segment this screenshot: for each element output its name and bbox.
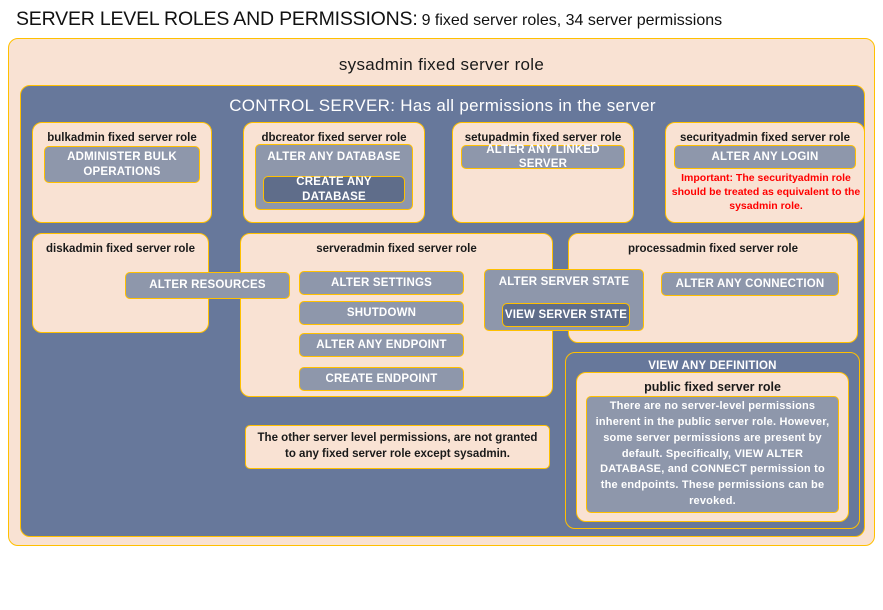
role-box-setupadmin: setupadmin fixed server role xyxy=(452,122,634,223)
role-label-securityadmin: securityadmin fixed server role xyxy=(679,132,851,144)
role-label-bulkadmin: bulkadmin fixed server role xyxy=(47,132,197,144)
permission-view-server-state[interactable]: VIEW SERVER STATE xyxy=(502,303,630,327)
role-label-serveradmin: serveradmin fixed server role xyxy=(316,243,477,255)
page-title: SERVER LEVEL ROLES AND PERMISSIONS:9 fix… xyxy=(16,8,876,36)
page-title-strong: SERVER LEVEL ROLES AND PERMISSIONS: xyxy=(16,8,418,30)
control-server-label: CONTROL SERVER: Has all permissions in t… xyxy=(229,96,656,115)
securityadmin-warning-note: Important: The securityadmin role should… xyxy=(671,172,861,212)
role-label-diskadmin: diskadmin fixed server role xyxy=(46,243,195,255)
permission-alter-settings[interactable]: ALTER SETTINGS xyxy=(299,271,464,295)
public-role-note: There are no server-level permissions in… xyxy=(586,396,839,513)
sysadmin-role-label: sysadmin fixed server role xyxy=(338,55,545,74)
permission-shutdown[interactable]: SHUTDOWN xyxy=(299,301,464,325)
permission-alter-any-connection[interactable]: ALTER ANY CONNECTION xyxy=(661,272,839,296)
permission-create-endpoint[interactable]: CREATE ENDPOINT xyxy=(299,367,464,391)
permission-create-any-database[interactable]: CREATE ANY DATABASE xyxy=(263,176,405,203)
role-label-processadmin: processadmin fixed server role xyxy=(627,243,799,255)
footer-version-label: SQL Server 2017 xyxy=(54,598,146,610)
role-box-securityadmin: securityadmin fixed server role xyxy=(665,122,865,223)
permission-alter-any-endpoint[interactable]: ALTER ANY ENDPOINT xyxy=(299,333,464,357)
permission-view-any-definition[interactable]: VIEW ANY DEFINITION xyxy=(648,360,777,372)
permission-alter-any-login[interactable]: ALTER ANY LOGIN xyxy=(674,145,856,169)
role-label-setupadmin: setupadmin fixed server role xyxy=(464,132,622,144)
role-label-public: public fixed server role xyxy=(644,380,781,394)
role-label-dbcreator: dbcreator fixed server role xyxy=(261,132,407,144)
permission-alter-any-linked-server[interactable]: ALTER ANY LINKED SERVER xyxy=(461,144,625,170)
permission-administer-bulk-operations[interactable]: ADMINISTER BULK OPERATIONS xyxy=(44,146,200,183)
permission-alter-resources[interactable]: ALTER RESOURCES xyxy=(125,272,290,299)
other-permissions-note: The other server level permissions, are … xyxy=(245,425,550,469)
page-title-subtitle: 9 fixed server roles, 34 server permissi… xyxy=(421,12,723,29)
